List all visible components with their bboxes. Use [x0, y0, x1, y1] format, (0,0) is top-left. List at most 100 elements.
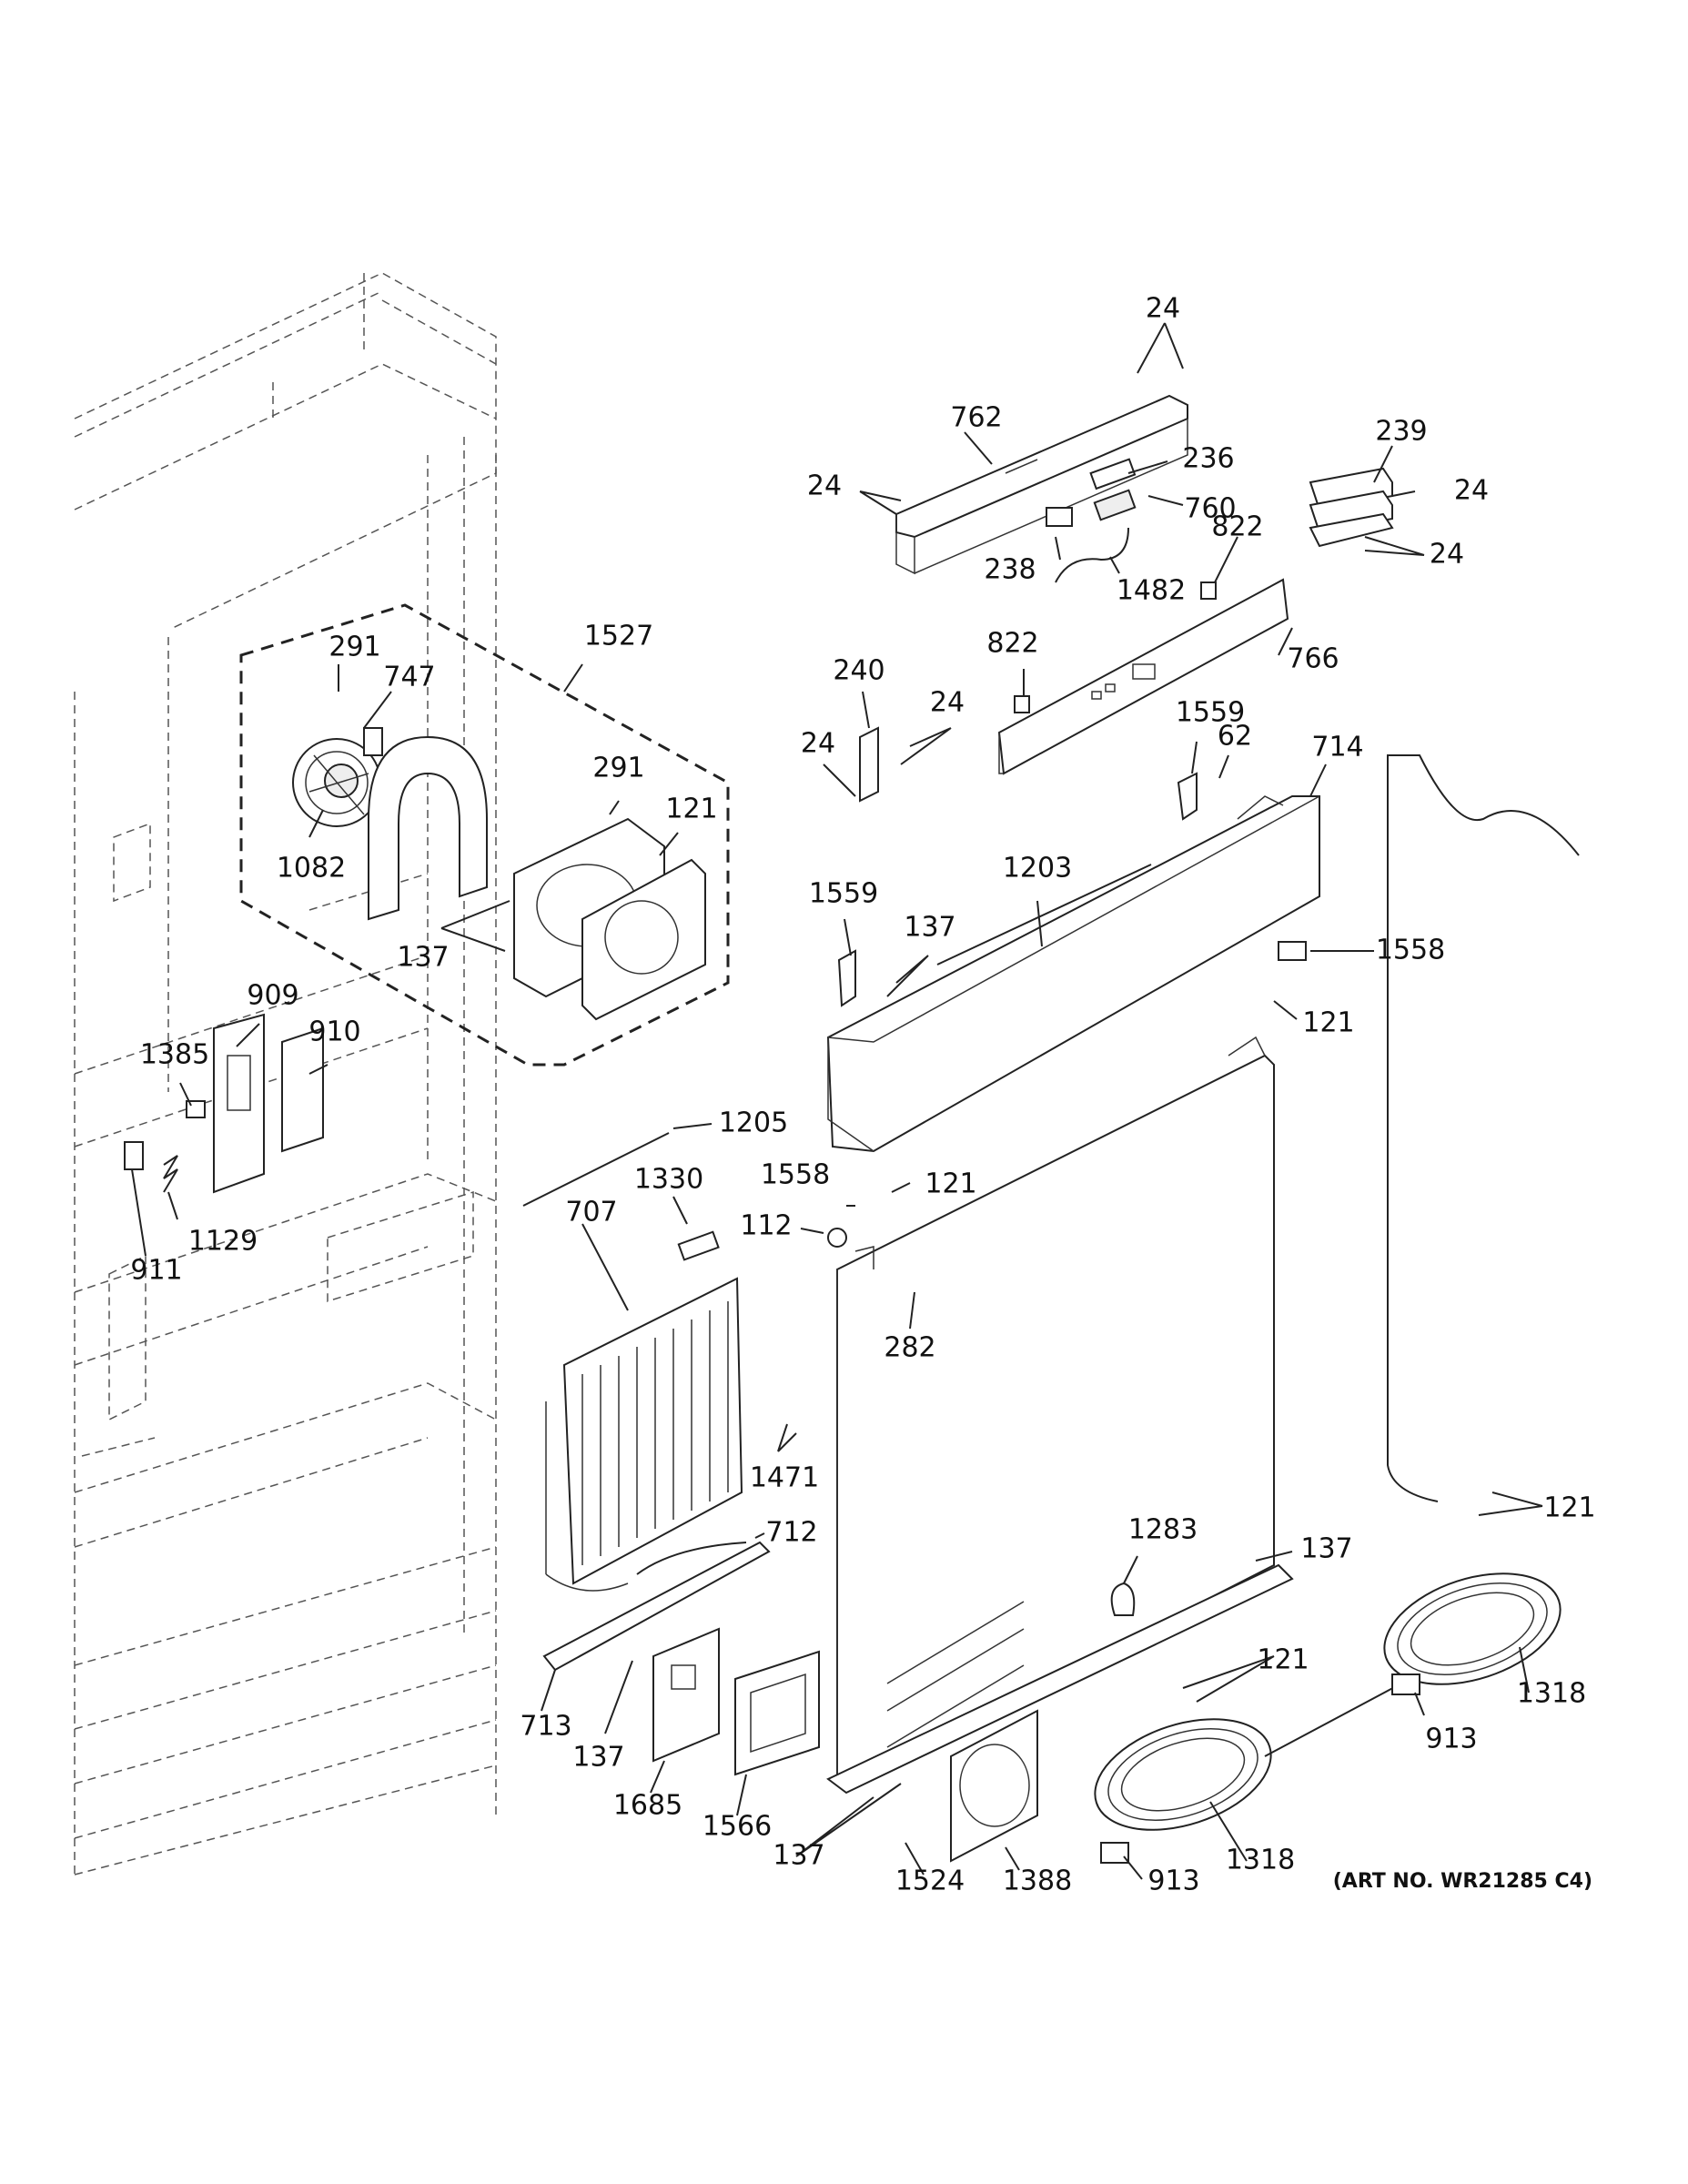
- callout-1283: 1283: [1128, 1514, 1198, 1546]
- callout-121: 121: [1302, 1007, 1354, 1039]
- callout-240: 240: [833, 655, 884, 687]
- callout-766: 766: [1287, 643, 1339, 675]
- wire-1205: [522, 1132, 670, 1207]
- grille-1388: [950, 1709, 1038, 1863]
- u-duct-747: [368, 735, 488, 921]
- condenser-707: [545, 1277, 743, 1592]
- callout-1558: 1558: [761, 1159, 830, 1191]
- louver-grill: [886, 1601, 1025, 1748]
- callout-712: 712: [765, 1517, 817, 1549]
- callout-62: 62: [1218, 721, 1252, 753]
- clip-822-left: [1014, 695, 1030, 713]
- callout-24: 24: [801, 728, 835, 760]
- fitting-913-lower: [1100, 1842, 1129, 1864]
- callout-707: 707: [565, 1197, 617, 1228]
- callout-282: 282: [884, 1332, 935, 1364]
- callout-137: 137: [773, 1840, 824, 1872]
- fitting-913-upper: [1391, 1673, 1420, 1695]
- part-1330: [677, 1230, 720, 1261]
- cover-910: [281, 1026, 324, 1153]
- callout-121: 121: [665, 794, 717, 825]
- base-pan-1524: [826, 1563, 1294, 1795]
- water-line-tube: [1387, 754, 1580, 1502]
- callout-910: 910: [308, 1016, 360, 1048]
- callout-291: 291: [592, 753, 644, 784]
- callout-24: 24: [930, 687, 965, 719]
- callout-236: 236: [1182, 443, 1234, 475]
- switch-911: [124, 1141, 144, 1170]
- wire-1203: [936, 864, 1152, 966]
- callout-1330: 1330: [634, 1164, 703, 1196]
- callout-1129: 1129: [188, 1226, 258, 1258]
- callout-24: 24: [1430, 539, 1464, 571]
- bracket-1559-upper: [1177, 772, 1198, 821]
- callout-913: 913: [1425, 1724, 1477, 1755]
- bracket-240: [859, 726, 879, 803]
- callout-1566: 1566: [702, 1811, 772, 1843]
- callout-137: 137: [1300, 1533, 1352, 1565]
- drain-tray-713: [542, 1541, 771, 1672]
- callout-137: 137: [904, 912, 955, 944]
- callout-24: 24: [807, 470, 842, 502]
- callout-747: 747: [383, 662, 435, 693]
- spring-1129: [163, 1155, 178, 1193]
- control-housing-762: [895, 394, 1188, 575]
- callout-1685: 1685: [613, 1790, 682, 1822]
- part-238: [1046, 507, 1073, 527]
- callout-1524: 1524: [895, 1866, 965, 1897]
- callout-137: 137: [397, 942, 449, 974]
- bracket-1559-lower: [837, 949, 856, 1007]
- fan-motor-1082: [292, 727, 383, 827]
- callout-1388: 1388: [1003, 1866, 1072, 1897]
- callout-238: 238: [984, 554, 1036, 586]
- control-box-909: [213, 1013, 265, 1194]
- callout-1082: 1082: [277, 853, 346, 885]
- machine-compartment-cover-714: [826, 795, 1320, 1153]
- callout-913: 913: [1147, 1866, 1199, 1897]
- wire-harness-1482: [1055, 527, 1129, 583]
- part-760: [1093, 489, 1137, 521]
- cover-1566: [734, 1650, 820, 1776]
- clip-822-right: [1200, 581, 1217, 600]
- water-coil-1318-left: [1094, 1718, 1272, 1831]
- callout-1559: 1559: [809, 878, 878, 910]
- callout-1205: 1205: [719, 1107, 788, 1139]
- tube-712: [636, 1542, 747, 1575]
- callout-1559: 1559: [1176, 697, 1245, 729]
- callout-714: 714: [1311, 732, 1363, 763]
- water-coil-1318-right: [1383, 1572, 1562, 1685]
- callout-239: 239: [1375, 416, 1427, 448]
- assembly-1527-boundary: [239, 603, 730, 1067]
- callout-121: 121: [1257, 1644, 1309, 1676]
- fan-housing: [513, 817, 706, 1021]
- water-line-to-fitting: [1264, 1683, 1402, 1757]
- callout-822: 822: [1211, 511, 1263, 543]
- callout-1558: 1558: [1376, 935, 1445, 966]
- bracket-1558-upper: [1278, 941, 1307, 961]
- callout-121: 121: [925, 1168, 976, 1200]
- grommet-112: [827, 1228, 847, 1248]
- callout-1385: 1385: [140, 1039, 209, 1071]
- callout-762: 762: [950, 402, 1002, 434]
- art-number: (ART NO. WR21285 C4): [1333, 1870, 1592, 1893]
- callout-1482: 1482: [1117, 575, 1186, 607]
- part-236: [1089, 458, 1137, 490]
- callout-1318: 1318: [1226, 1845, 1295, 1876]
- callout-1203: 1203: [1003, 853, 1072, 885]
- callout-713: 713: [520, 1711, 571, 1743]
- bracket-239: [1309, 467, 1394, 548]
- control-panel-766: [997, 578, 1289, 775]
- callout-1471: 1471: [750, 1462, 819, 1494]
- callout-121: 121: [1543, 1492, 1595, 1524]
- callout-24: 24: [1454, 475, 1489, 507]
- callout-112: 112: [740, 1210, 792, 1242]
- callout-1318: 1318: [1517, 1678, 1586, 1710]
- callout-1527: 1527: [584, 621, 653, 652]
- callout-760: 760: [1184, 493, 1236, 525]
- callout-822: 822: [986, 628, 1038, 660]
- callout-911: 911: [130, 1255, 182, 1287]
- callout-labels: 24 762 236 24 760 238 1482 239 24 822 24…: [130, 293, 1595, 1897]
- callout-909: 909: [247, 980, 298, 1012]
- callout-291: 291: [329, 632, 380, 663]
